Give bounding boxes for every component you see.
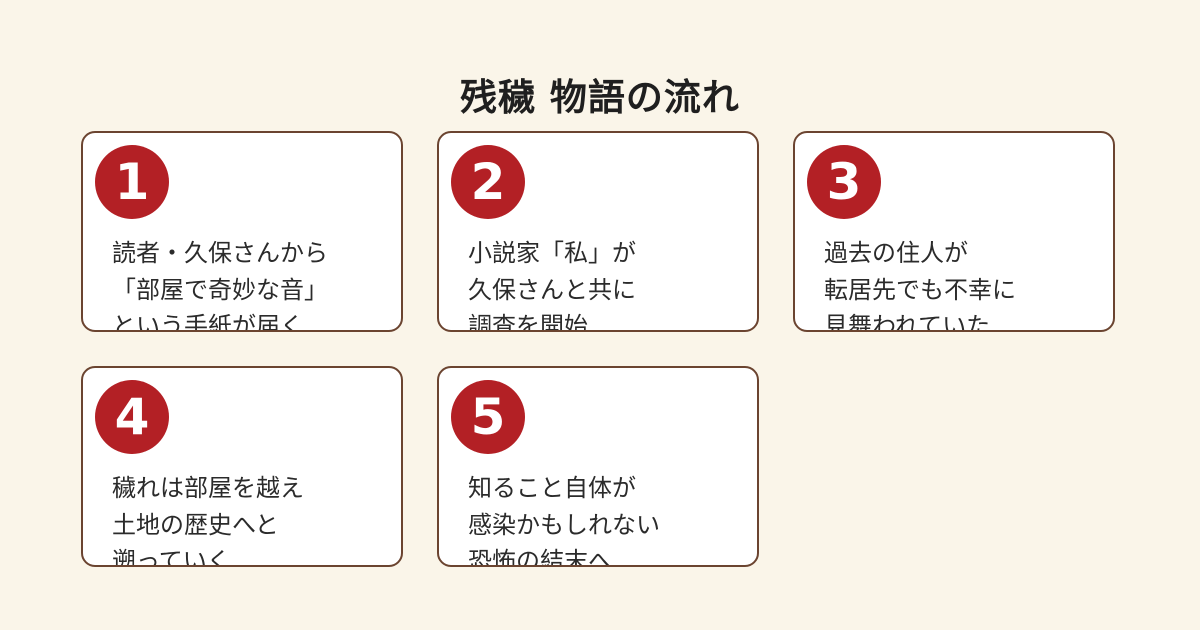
step-text-line: 過去の住人が: [824, 239, 968, 267]
step-text-line: という手紙が届く: [112, 312, 304, 332]
step-card-5: 5 知ること自体が 感染かもしれない 恐怖の結末へ: [437, 366, 759, 567]
step-text-line: 「部屋で奇妙な音」: [112, 275, 328, 304]
step-card-4: 4 穢れは部屋を越え 土地の歴史へと 遡っていく: [81, 366, 403, 567]
step-description: 読者・久保さんから 「部屋で奇妙な音」 という手紙が届く: [112, 235, 392, 332]
step-text-line: 知ること自体が: [468, 474, 636, 502]
step-text-line: 調査を開始: [468, 312, 588, 332]
step-number-badge: 2: [451, 145, 525, 219]
step-number-badge: 3: [807, 145, 881, 219]
step-card-3: 3 過去の住人が 転居先でも不幸に 見舞われていた: [793, 131, 1115, 332]
step-text-line: 小説家「私」が: [468, 239, 636, 267]
step-description: 小説家「私」が 久保さんと共に 調査を開始: [468, 235, 748, 332]
step-text-line: 読者・久保さんから: [112, 239, 328, 267]
step-number-badge: 1: [95, 145, 169, 219]
step-description: 穢れは部屋を越え 土地の歴史へと 遡っていく: [112, 470, 392, 567]
step-description: 知ること自体が 感染かもしれない 恐怖の結末へ: [468, 470, 748, 567]
step-text-line: 恐怖の結末へ: [468, 547, 612, 567]
step-description: 過去の住人が 転居先でも不幸に 見舞われていた: [824, 235, 1104, 332]
diagram-title: 残穢 物語の流れ: [460, 75, 740, 119]
step-number-badge: 4: [95, 380, 169, 454]
step-card-1: 1 読者・久保さんから 「部屋で奇妙な音」 という手紙が届く: [81, 131, 403, 332]
step-text-line: 感染かもしれない: [468, 510, 660, 539]
step-number-badge: 5: [451, 380, 525, 454]
step-text-line: 遡っていく: [112, 547, 231, 567]
step-text-line: 土地の歴史へと: [112, 510, 279, 539]
step-text-line: 転居先でも不幸に: [824, 275, 1016, 304]
step-card-2: 2 小説家「私」が 久保さんと共に 調査を開始: [437, 131, 759, 332]
step-text-line: 久保さんと共に: [468, 275, 636, 304]
step-text-line: 見舞われていた: [824, 312, 991, 332]
step-text-line: 穢れは部屋を越え: [112, 474, 304, 502]
